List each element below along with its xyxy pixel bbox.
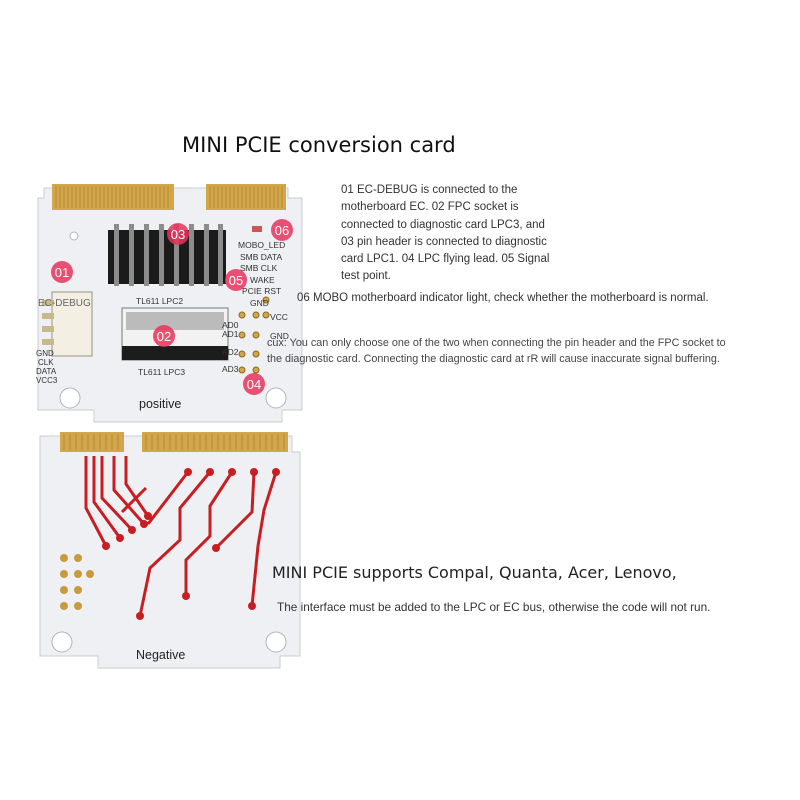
mobo-led: [252, 226, 262, 232]
mounting-hole: [59, 387, 81, 409]
marker-02-label: 02: [157, 329, 171, 344]
marker-02: 02: [153, 325, 175, 347]
pin-header: [108, 224, 226, 286]
description-line: motherboard EC. 02 FPC socket is: [341, 201, 519, 214]
back-mounting-hole: [265, 631, 287, 653]
silk-ad2: AD2: [222, 347, 239, 357]
description-line: test point.: [341, 270, 391, 283]
mobo-note: 06 MOBO motherboard indicator light, che…: [297, 292, 709, 304]
via-cluster: [60, 554, 94, 610]
silk-wake: WAKE: [250, 275, 275, 285]
mounting-hole: [265, 387, 287, 409]
back-board-image: [39, 432, 301, 669]
marker-06: 06: [271, 219, 293, 241]
mounting-hole: [69, 231, 79, 241]
silk-vcc: VCC: [270, 312, 288, 322]
silk-gnd-2: GND: [270, 331, 289, 341]
fpc-socket: [121, 307, 229, 361]
back-mounting-hole: [51, 631, 73, 653]
silk-ec-debug: EC-DEBUG: [38, 298, 91, 309]
description-line: 03 pin header is connected to diagnostic: [341, 235, 547, 248]
silk-gnd: GND: [250, 298, 269, 308]
marker-05: 05: [225, 269, 247, 291]
silk-ad1: AD1: [222, 329, 239, 339]
silk-pin-vcc3: VCC3: [36, 376, 58, 385]
trace-pads: [102, 468, 280, 620]
silk-pin-data: DATA: [36, 367, 57, 376]
description-line: card LPC1. 04 LPC flying lead. 05 Signal: [341, 253, 550, 266]
silk-ad3: AD3: [222, 364, 239, 374]
front-board-image: EC-DEBUG MOBO_LED SMB DATA SMB CLK WAKE …: [36, 184, 303, 423]
silk-smb-clk: SMB CLK: [240, 263, 278, 273]
silk-lpc3: TL611 LPC3: [138, 367, 185, 377]
back-board-pcb: [39, 435, 301, 669]
positive-caption: positive: [139, 397, 182, 411]
supports-text: MINI PCIE supports Compal, Quanta, Acer,…: [272, 563, 677, 582]
interface-note: The interface must be added to the LPC o…: [277, 600, 711, 614]
marker-03: 03: [167, 223, 189, 245]
red-traces: [84, 456, 278, 617]
silk-smb-data: SMB DATA: [240, 252, 283, 262]
silk-ad0: AD0: [222, 320, 239, 330]
marker-03-label: 03: [171, 227, 185, 242]
marker-01: 01: [51, 261, 73, 283]
silk-mobo-led: MOBO_LED: [238, 240, 285, 250]
marker-04: 04: [243, 373, 265, 395]
back-gold-fingers-right: [142, 432, 288, 452]
silk-pcie-rst: PCIE RST: [242, 286, 281, 296]
silk-pin-clk: CLK: [38, 358, 54, 367]
test-points: [238, 296, 270, 374]
marker-04-label: 04: [247, 377, 261, 392]
choose-note: cux: You can only choose one of the two …: [267, 336, 767, 367]
silk-pin-gnd: GND: [36, 349, 54, 358]
page-title: MINI PCIE conversion card: [182, 133, 456, 157]
negative-caption: Negative: [136, 648, 186, 662]
description-line: connected to diagnostic card LPC3, and: [341, 218, 545, 231]
choose-note-line: cux: You can only choose one of the two …: [267, 337, 726, 349]
description-text: 01 EC-DEBUG is connected to the motherbo…: [341, 182, 601, 286]
silk-lpc2: TL611 LPC2: [136, 296, 183, 306]
front-board-pcb: [37, 187, 303, 423]
marker-01-label: 01: [55, 265, 69, 280]
marker-06-label: 06: [275, 223, 289, 238]
marker-05-label: 05: [229, 273, 243, 288]
choose-note-line: the diagnostic card. Connecting the diag…: [267, 352, 720, 365]
ec-debug-connector: [51, 291, 93, 357]
description-line: 01 EC-DEBUG is connected to the: [341, 184, 518, 196]
